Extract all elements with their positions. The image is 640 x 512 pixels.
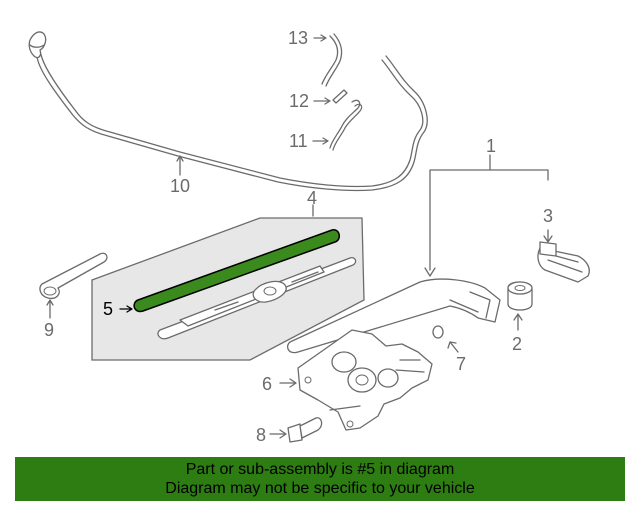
- callout-6: 6: [262, 374, 272, 394]
- cover-part-3[interactable]: [537, 229, 590, 283]
- notice-line-disclaimer: Diagram may not be specific to your vehi…: [165, 480, 475, 497]
- wiper-motor-part-6[interactable]: [279, 329, 433, 431]
- nozzle-part-12[interactable]: [332, 89, 348, 104]
- callout-leaders: [46, 34, 331, 319]
- callout-2: 2: [512, 334, 522, 354]
- diagram-notice-banner: Part or sub-assembly is #5 in diagram Di…: [15, 457, 625, 501]
- callout-1: 1: [486, 136, 496, 156]
- callout-labels: 1 2 3 4 5 6 7 8 9 10 11 12 13: [44, 28, 553, 445]
- callout-12: 12: [289, 91, 309, 111]
- cap-part-9[interactable]: [39, 252, 108, 300]
- callout-4: 4: [307, 188, 317, 208]
- wiper-arm-part-1[interactable]: [287, 154, 549, 354]
- callout-5: 5: [103, 299, 113, 319]
- parts-diagram: 1 2 3 4 5 6 7 8 9 10 11 12 13: [28, 28, 590, 445]
- callout-9: 9: [44, 320, 54, 340]
- bolt-part-8[interactable]: [269, 417, 323, 443]
- callout-11: 11: [289, 131, 308, 151]
- callout-10: 10: [170, 176, 190, 196]
- grommet-part-7[interactable]: [432, 325, 459, 353]
- nut-part-2[interactable]: [507, 281, 533, 331]
- callout-8: 8: [256, 425, 266, 445]
- callout-7: 7: [456, 354, 466, 374]
- callout-13: 13: [288, 28, 308, 48]
- hose-connector-part-13[interactable]: [321, 33, 343, 87]
- hose-part-11[interactable]: [329, 99, 363, 151]
- notice-line-part: Part or sub-assembly is #5 in diagram: [185, 461, 455, 478]
- callout-3: 3: [543, 206, 553, 226]
- washer-hose-part-10[interactable]: [28, 31, 428, 192]
- wiper-blade-insert-part-5[interactable]: [133, 229, 340, 313]
